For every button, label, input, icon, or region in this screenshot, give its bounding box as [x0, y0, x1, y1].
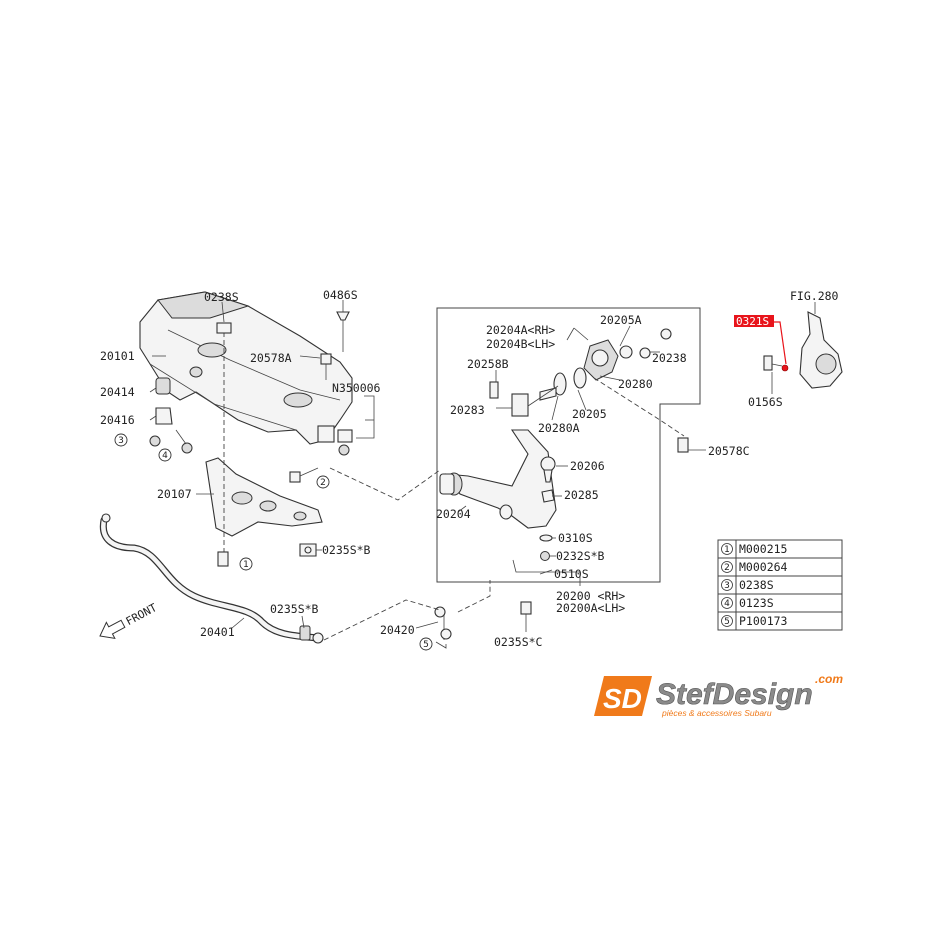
label-20200: 20200 <RH> [556, 589, 625, 603]
label-20205a: 20205A [600, 313, 642, 327]
label-20401: 20401 [200, 625, 235, 639]
label-20206: 20206 [570, 459, 605, 473]
stabilizer-link [323, 599, 452, 641]
legend-code-2: M000264 [739, 560, 788, 574]
label-0321s: 0321S [736, 315, 769, 328]
label-20205: 20205 [572, 407, 607, 421]
label-0235sc: 0235S*C [494, 635, 543, 649]
label-fig280: FIG.280 [790, 289, 839, 303]
label-20107: 20107 [157, 487, 192, 501]
label-0235sb-2: 0235S*B [270, 602, 319, 616]
label-0238s-top: 0238S [204, 290, 239, 304]
label-20200a: 20200A<LH> [556, 601, 625, 615]
label-20258b: 20258B [467, 357, 509, 371]
legend-num-1: 1 [724, 545, 730, 555]
label-20578a: 20578A [250, 351, 292, 365]
stefdesign-logo[interactable]: SD StefDesign .com pièces & accessoires … [594, 672, 843, 718]
logo-tagline: pièces & accessoires Subaru [661, 708, 772, 718]
fastener-legend: 1 M000215 2 M000264 3 0238S 4 0123S 5 P1… [717, 539, 843, 631]
lower-control-arm [439, 429, 557, 529]
label-20283: 20283 [450, 403, 485, 417]
fasteners-left [149, 311, 350, 567]
control-arm-box [436, 307, 701, 583]
label-20204b: 20204B<LH> [486, 337, 555, 351]
label-20285: 20285 [564, 488, 599, 502]
label-0510s: 0510S [554, 567, 589, 581]
rear-bushing-group [489, 328, 672, 417]
label-20101: 20101 [100, 349, 135, 363]
legend-code-3: 0238S [739, 578, 774, 592]
callout-5: 5 [423, 640, 429, 650]
logo-mark: SD [594, 676, 652, 716]
legend-num-4: 4 [724, 599, 730, 609]
link-to-arm [329, 467, 441, 501]
front-direction-indicator: FRONT [99, 601, 160, 639]
label-20280: 20280 [618, 377, 653, 391]
part-labels: 0238S 0486S 20578A N350006 20101 20414 2… [100, 288, 839, 649]
lower-brace [205, 457, 323, 537]
callout-3: 3 [118, 436, 124, 446]
callout-1: 1 [243, 560, 249, 570]
logo-name: StefDesign [656, 678, 813, 711]
label-20280a: 20280A [538, 421, 580, 435]
label-20238: 20238 [652, 351, 687, 365]
ball-joint-group [520, 456, 556, 615]
label-20414: 20414 [100, 385, 135, 399]
front-label: FRONT [124, 601, 160, 628]
label-20416: 20416 [100, 413, 135, 427]
highlighted-part-0321s[interactable]: 0321S [734, 315, 774, 328]
legend-num-3: 3 [724, 581, 730, 591]
label-n350006: N350006 [332, 381, 381, 395]
callouts: 3 4 2 1 5 [114, 433, 433, 651]
label-20204: 20204 [436, 507, 471, 521]
label-0310s: 0310S [558, 531, 593, 545]
label-20420: 20420 [380, 623, 415, 637]
logo-suffix: .com [815, 672, 843, 686]
bolt-20578c [677, 437, 689, 453]
callout-4: 4 [162, 451, 168, 461]
label-20578c: 20578C [708, 444, 750, 458]
callout-2: 2 [320, 478, 326, 488]
legend-code-1: M000215 [739, 542, 787, 556]
legend-code-4: 0123S [739, 596, 774, 610]
label-20204a: 20204A<RH> [486, 323, 555, 337]
logo-mark-text: SD [603, 683, 642, 714]
steering-knuckle [763, 311, 843, 389]
legend-num-2: 2 [724, 563, 730, 573]
stabilizer-bar [99, 513, 324, 644]
legend-code-5: P100173 [739, 614, 788, 628]
label-0486s: 0486S [323, 288, 358, 302]
legend-num-5: 5 [724, 617, 730, 627]
label-0156s: 0156S [748, 395, 783, 409]
label-0232sb: 0232S*B [556, 549, 605, 563]
label-0235sb-1: 0235S*B [322, 543, 371, 557]
front-crossmember [139, 291, 353, 445]
